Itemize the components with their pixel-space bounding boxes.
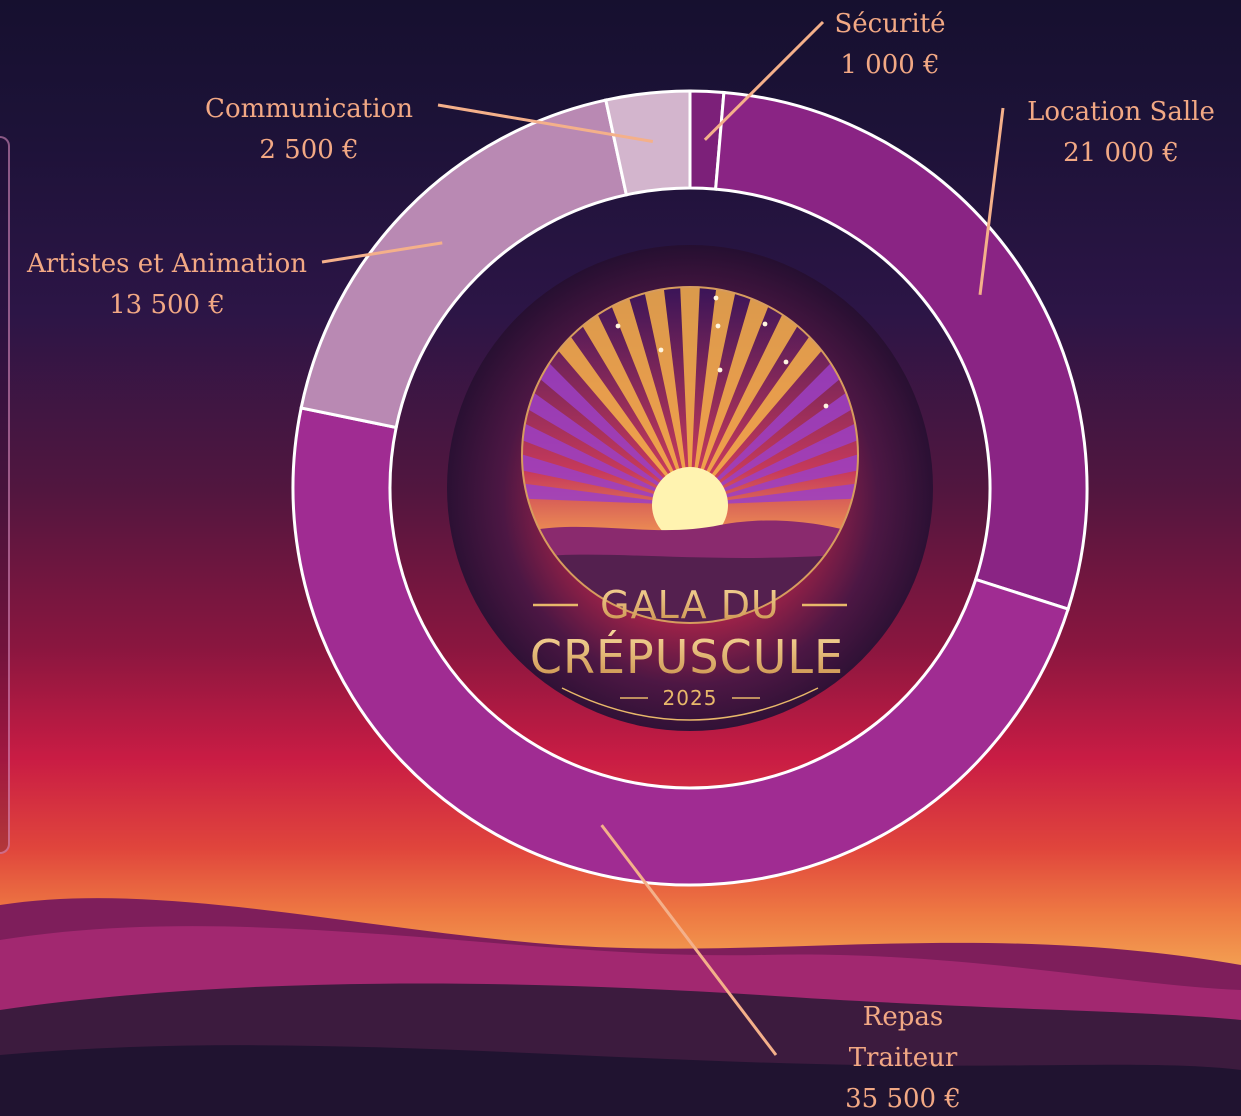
logo-title-line2: CRÉPUSCULE [530, 630, 844, 684]
sun-ray [522, 418, 690, 505]
sun-ray [522, 372, 690, 505]
category-label: Traiteur [849, 1043, 958, 1073]
slice-repas-traiteur[interactable] [291, 406, 1070, 887]
star-icon [823, 403, 829, 409]
sun-ray [522, 329, 690, 505]
sun-ray [522, 466, 690, 505]
star-icon [762, 321, 768, 327]
slice-location-salle[interactable] [713, 90, 1089, 611]
sun-ray [690, 418, 858, 505]
value-label: 2 500 € [259, 135, 358, 165]
leader-line [978, 107, 1005, 295]
sun-ray [690, 329, 858, 505]
leader-line [600, 824, 778, 1056]
category-label: Communication [205, 94, 413, 124]
logo-year: 2025 [663, 686, 718, 710]
star-icon [783, 359, 789, 365]
background-hills [0, 898, 1241, 1116]
sun-ray [627, 287, 690, 505]
sun-ray [690, 292, 858, 505]
sun-ray [690, 466, 858, 505]
star-icon [715, 323, 721, 329]
star-icon [717, 367, 723, 373]
leader-line [437, 103, 654, 143]
sun-ray [522, 292, 690, 505]
star-icon [658, 347, 664, 353]
category-label: Artistes et Animation [26, 249, 307, 279]
value-label: 13 500 € [109, 290, 225, 320]
sun-ray [690, 372, 858, 505]
sun-ray [676, 287, 704, 505]
leader-line [321, 241, 443, 264]
logo-title-line1: GALA DU [600, 583, 780, 627]
gala-logo: GALA DU CRÉPUSCULE 2025 [447, 245, 933, 731]
slice-communication[interactable] [604, 89, 692, 197]
star-icon [615, 323, 621, 329]
category-label: Repas [863, 1002, 943, 1032]
value-label: 35 500 € [845, 1084, 961, 1114]
value-label: 21 000 € [1063, 138, 1179, 168]
sun-icon [652, 467, 728, 543]
value-label: 1 000 € [840, 50, 939, 80]
sun-ray [690, 287, 753, 505]
logo-title: GALA DU CRÉPUSCULE 2025 [530, 583, 847, 721]
leader-line [703, 20, 825, 141]
star-icon [713, 295, 719, 301]
sun-rays [522, 287, 858, 505]
category-label: Location Salle [1027, 97, 1215, 127]
category-label: Sécurité [834, 9, 945, 39]
